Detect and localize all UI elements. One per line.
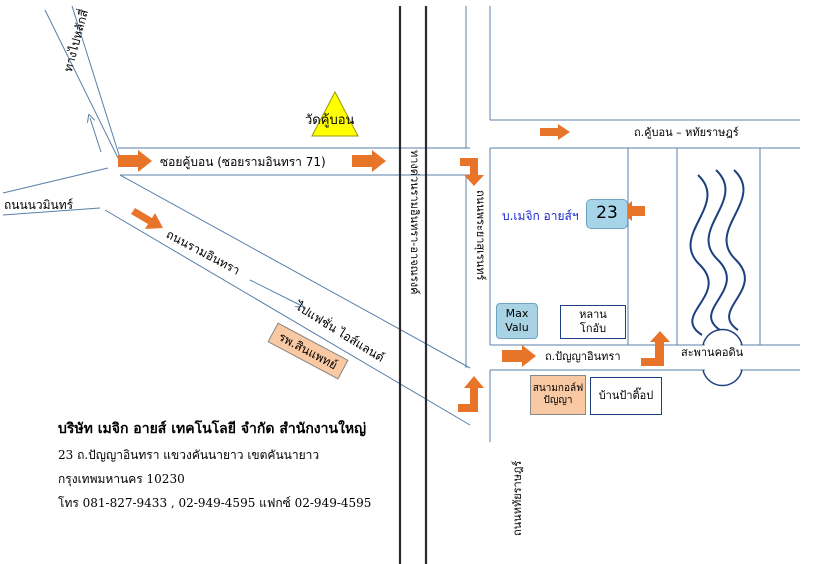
road-label-panyainthra: ถ.ปัญญาอินทรา (545, 350, 621, 363)
canal-wave-2 (707, 169, 728, 331)
bridge-arc (702, 328, 743, 346)
max-valu-store: Max Valu (496, 303, 538, 339)
bridge-arc-lower (702, 369, 743, 387)
route-arrow-soi-kubon-2 (352, 150, 386, 172)
route-arrow-turn-lower (458, 376, 484, 412)
route-arrow-ram-inthra (131, 208, 163, 229)
canal-wave-1 (689, 174, 710, 336)
road-label-hathairat: ถนนหทัยราษฎร์ (511, 460, 524, 536)
route-arrow-soi-kubon-1 (118, 150, 152, 172)
company-name: บริษัท เมจิก อายส์ เทคโนโลยี จำกัด สำนัก… (58, 421, 367, 437)
road-label-kubon-hathai: ถ.คู้บอน – หทัยราษฎร์ (634, 126, 739, 139)
lanlan-building: หลาน โกอับ (560, 305, 626, 339)
route-arrow-turn-top (460, 158, 484, 186)
bridge-label: สะพานคอดิน (681, 346, 744, 359)
road-label-expressway: ทางด่วนรามอินทรา-อาจณรงค์ (408, 150, 421, 295)
temple-label: วัดคู้บอน (305, 113, 355, 128)
route-arrow-panyainthra (502, 345, 536, 367)
route-arrow-kubon-hathai (540, 124, 570, 140)
road-lak-si-left-edge (44, 9, 119, 159)
road-label-nawamin: ถนนนวมินทร์ (4, 198, 74, 212)
road-nawamin-edge-left (2, 167, 109, 194)
temple-triangle-icon (311, 90, 359, 137)
road-ram-inthra-top (119, 174, 471, 369)
road-ram-inthra-bottom (104, 209, 471, 426)
road-label-kaset-nawamin: ถนนพระยาสุเรนทร์ (474, 190, 487, 281)
company-number-badge[interactable]: 23 (586, 199, 628, 229)
lak-si-direction-arrow (90, 118, 102, 153)
road-nawamin-edge-lower (2, 207, 101, 216)
address-line-2: กรุงเทพมหานคร 10230 (58, 472, 185, 486)
road-lak-si-right-edge (71, 5, 121, 159)
fashion-island-direction-arrow (249, 279, 300, 305)
road-label-soi-kubon: ซอยคู้บอน (ซอยรามอินทรา 71) (160, 155, 326, 169)
company-label: บ.เมจิก อายส์ฯ (502, 209, 579, 223)
route-arrow-turn-up (641, 331, 670, 366)
address-phone-fax: โทร 081-827-9433 , 02-949-4595 แฟกซ์ 02-… (58, 496, 372, 510)
golf-course-box: สนามกอล์ฟ ปัญญา (530, 375, 586, 415)
route-arrows (118, 124, 670, 412)
canal-wave-3 (725, 169, 746, 331)
address-line-1: 23 ถ.ปัญญาอินทรา แขวงคันนายาว เขตคันนายา… (58, 448, 320, 462)
pa-tiop-house: บ้านป้าติ๊อป (590, 377, 662, 415)
